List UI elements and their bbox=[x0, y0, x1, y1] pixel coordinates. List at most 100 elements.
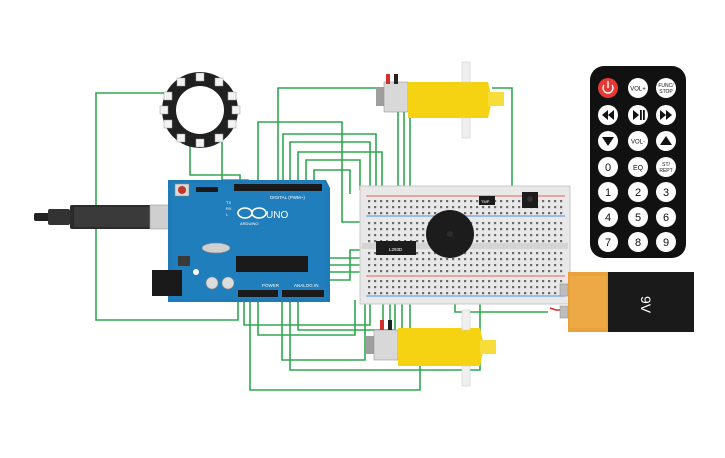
breadboard-hole[interactable] bbox=[476, 258, 479, 261]
breadboard-hole[interactable] bbox=[416, 258, 419, 261]
breadboard-hole[interactable] bbox=[398, 228, 401, 231]
wire-analog-1[interactable] bbox=[297, 290, 396, 331]
breadboard-hole[interactable] bbox=[374, 200, 377, 203]
breadboard-hole[interactable] bbox=[470, 286, 473, 289]
breadboard-hole[interactable] bbox=[518, 234, 521, 237]
breadboard-hole[interactable] bbox=[494, 270, 497, 273]
breadboard-hole[interactable] bbox=[536, 252, 539, 255]
breadboard-hole[interactable] bbox=[554, 252, 557, 255]
breadboard-hole[interactable] bbox=[488, 206, 491, 209]
breadboard-hole[interactable] bbox=[458, 270, 461, 273]
breadboard-hole[interactable] bbox=[452, 258, 455, 261]
breadboard-hole[interactable] bbox=[386, 286, 389, 289]
remote-st-rept-button[interactable]: ST/ REPT bbox=[656, 157, 676, 177]
breadboard-hole[interactable] bbox=[530, 258, 533, 261]
breadboard-hole[interactable] bbox=[374, 212, 377, 215]
breadboard-hole[interactable] bbox=[374, 252, 377, 255]
breadboard-hole[interactable] bbox=[500, 286, 503, 289]
breadboard-hole[interactable] bbox=[476, 222, 479, 225]
arduino-uno-board[interactable]: DIGITAL (PWM~) UNO ARDUINO TX RX L POWER… bbox=[152, 180, 330, 302]
breadboard-hole[interactable] bbox=[392, 212, 395, 215]
breadboard-hole[interactable] bbox=[512, 280, 515, 283]
breadboard-hole[interactable] bbox=[524, 228, 527, 231]
breadboard-hole[interactable] bbox=[404, 258, 407, 261]
breadboard-hole[interactable] bbox=[386, 222, 389, 225]
breadboard-hole[interactable] bbox=[518, 258, 521, 261]
breadboard-hole[interactable] bbox=[542, 222, 545, 225]
breadboard-hole[interactable] bbox=[554, 228, 557, 231]
breadboard-hole[interactable] bbox=[368, 280, 371, 283]
breadboard-hole[interactable] bbox=[398, 280, 401, 283]
breadboard-hole[interactable] bbox=[374, 222, 377, 225]
breadboard-hole[interactable] bbox=[410, 258, 413, 261]
breadboard-hole[interactable] bbox=[560, 212, 563, 215]
breadboard-hole[interactable] bbox=[542, 228, 545, 231]
breadboard-hole[interactable] bbox=[434, 264, 437, 267]
breadboard-hole[interactable] bbox=[422, 228, 425, 231]
breadboard-hole[interactable] bbox=[560, 206, 563, 209]
breadboard-hole[interactable] bbox=[548, 258, 551, 261]
breadboard-hole[interactable] bbox=[500, 280, 503, 283]
breadboard-hole[interactable] bbox=[446, 264, 449, 267]
breadboard-hole[interactable] bbox=[434, 280, 437, 283]
breadboard-hole[interactable] bbox=[494, 212, 497, 215]
breadboard-hole[interactable] bbox=[368, 264, 371, 267]
breadboard-hole[interactable] bbox=[500, 270, 503, 273]
breadboard-hole[interactable] bbox=[500, 212, 503, 215]
breadboard-hole[interactable] bbox=[368, 240, 371, 243]
breadboard-hole[interactable] bbox=[368, 228, 371, 231]
breadboard-hole[interactable] bbox=[530, 240, 533, 243]
remote-2-button[interactable]: 2 bbox=[628, 182, 648, 202]
breadboard-hole[interactable] bbox=[542, 264, 545, 267]
breadboard-hole[interactable] bbox=[392, 280, 395, 283]
breadboard-hole[interactable] bbox=[488, 292, 491, 295]
breadboard-hole[interactable] bbox=[404, 286, 407, 289]
breadboard-hole[interactable] bbox=[548, 270, 551, 273]
remote-prev-button[interactable] bbox=[598, 105, 618, 125]
breadboard-hole[interactable] bbox=[494, 286, 497, 289]
breadboard-hole[interactable] bbox=[542, 200, 545, 203]
breadboard-hole[interactable] bbox=[398, 292, 401, 295]
breadboard-hole[interactable] bbox=[488, 228, 491, 231]
breadboard-hole[interactable] bbox=[458, 200, 461, 203]
breadboard-hole[interactable] bbox=[434, 252, 437, 255]
remote-play-pause-button[interactable] bbox=[628, 105, 648, 125]
remote-8-button[interactable]: 8 bbox=[628, 232, 648, 252]
breadboard-hole[interactable] bbox=[530, 212, 533, 215]
breadboard-hole[interactable] bbox=[530, 286, 533, 289]
breadboard-hole[interactable] bbox=[416, 292, 419, 295]
breadboard-hole[interactable] bbox=[470, 200, 473, 203]
breadboard-hole[interactable] bbox=[428, 292, 431, 295]
breadboard-hole[interactable] bbox=[380, 292, 383, 295]
breadboard-hole[interactable] bbox=[410, 206, 413, 209]
breadboard-hole[interactable] bbox=[458, 280, 461, 283]
breadboard-hole[interactable] bbox=[404, 200, 407, 203]
breadboard-hole[interactable] bbox=[392, 292, 395, 295]
breadboard-hole[interactable] bbox=[446, 280, 449, 283]
breadboard-hole[interactable] bbox=[560, 228, 563, 231]
breadboard-hole[interactable] bbox=[548, 200, 551, 203]
breadboard-hole[interactable] bbox=[506, 222, 509, 225]
breadboard-hole[interactable] bbox=[428, 264, 431, 267]
breadboard-hole[interactable] bbox=[446, 200, 449, 203]
breadboard-hole[interactable] bbox=[518, 286, 521, 289]
breadboard-hole[interactable] bbox=[488, 264, 491, 267]
breadboard-hole[interactable] bbox=[458, 206, 461, 209]
breadboard-hole[interactable] bbox=[440, 200, 443, 203]
breadboard-hole[interactable] bbox=[488, 234, 491, 237]
breadboard-hole[interactable] bbox=[512, 200, 515, 203]
breadboard-hole[interactable] bbox=[554, 234, 557, 237]
breadboard-hole[interactable] bbox=[506, 252, 509, 255]
breadboard-hole[interactable] bbox=[416, 228, 419, 231]
breadboard-hole[interactable] bbox=[368, 286, 371, 289]
breadboard-hole[interactable] bbox=[368, 292, 371, 295]
breadboard-hole[interactable] bbox=[416, 222, 419, 225]
breadboard-hole[interactable] bbox=[464, 292, 467, 295]
breadboard-hole[interactable] bbox=[470, 280, 473, 283]
breadboard-hole[interactable] bbox=[536, 270, 539, 273]
breadboard-hole[interactable] bbox=[518, 228, 521, 231]
breadboard-hole[interactable] bbox=[494, 252, 497, 255]
breadboard-hole[interactable] bbox=[380, 280, 383, 283]
breadboard-hole[interactable] bbox=[374, 292, 377, 295]
breadboard-hole[interactable] bbox=[416, 270, 419, 273]
